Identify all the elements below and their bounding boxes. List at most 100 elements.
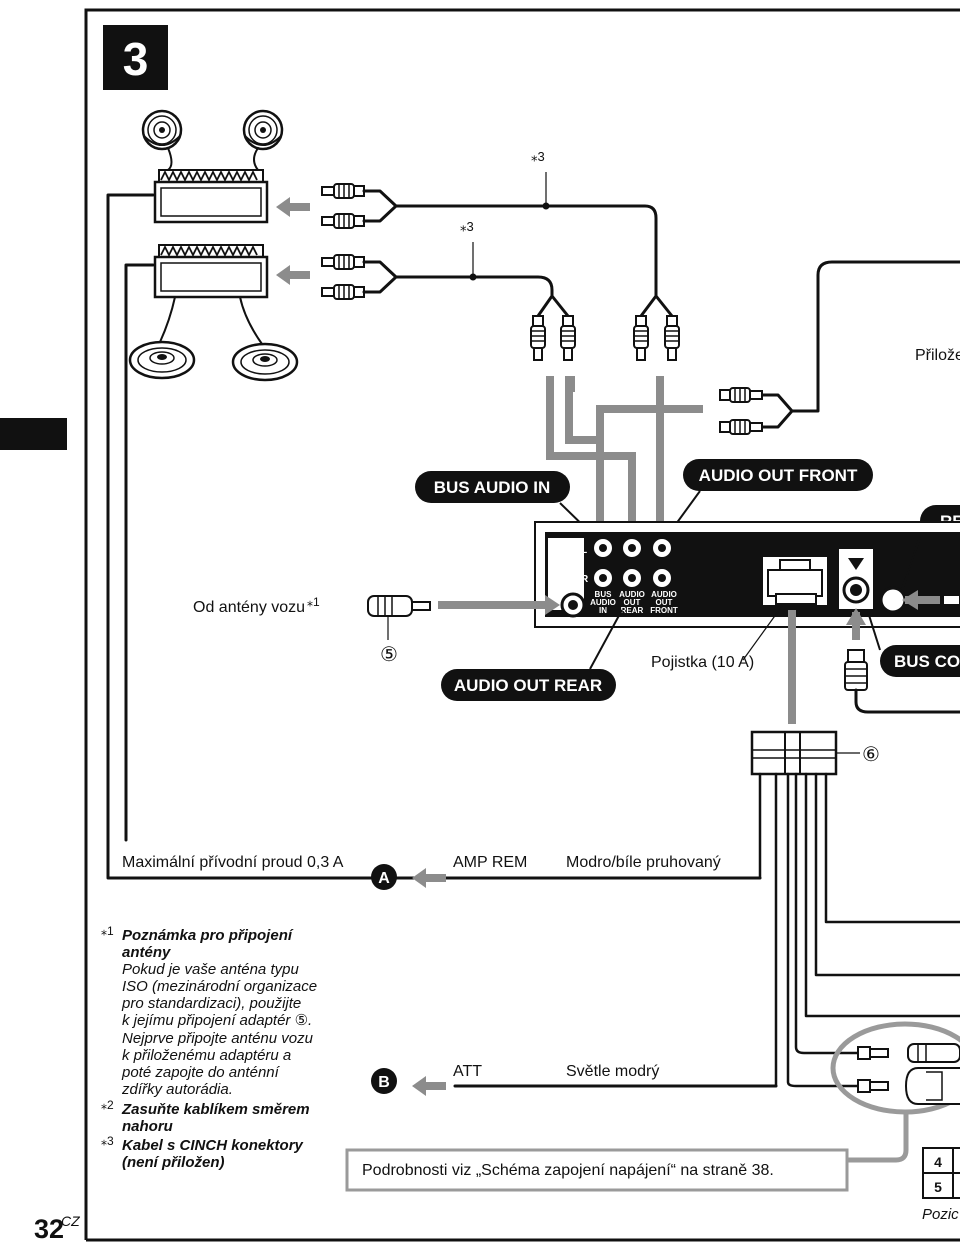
note1-body-6: k přiloženému adaptéru a — [122, 1047, 291, 1064]
rca-plug-front-2 — [321, 213, 365, 229]
table-row-5: 5 — [934, 1179, 942, 1195]
rca-plug-front-l — [633, 315, 649, 361]
rca-plug-bus-1 — [719, 387, 763, 403]
spade-connector-2 — [857, 1079, 889, 1093]
max-current-label: Maximální přívodní proud 0,3 A — [122, 854, 344, 871]
rem-jack — [879, 586, 907, 614]
unit-bus-label-2: AUDIO — [590, 598, 616, 607]
note1-mark: ⁎1 — [101, 924, 114, 938]
part-5-ref: ⑤ — [380, 644, 398, 666]
jack-r-label: R — [581, 574, 589, 585]
speaker-rear-left — [128, 340, 196, 380]
arrow-to-rear-amp — [276, 265, 310, 285]
unit-rear-label-1: AUDIO — [619, 590, 645, 599]
note1-body-8: zdířky autorádia. — [121, 1081, 233, 1098]
antenna-note-ref: ⁎1 — [307, 595, 320, 609]
note1-body-5: Nejprve připojte anténu vozu — [122, 1030, 314, 1047]
route-front-audio — [596, 376, 703, 530]
female-connector-1 — [907, 1043, 960, 1063]
unit-rear-label-2: OUT — [624, 598, 641, 607]
letter-b-badge — [371, 1068, 397, 1094]
unit-front-label-2: OUT — [656, 598, 673, 607]
arrow-to-a — [412, 868, 446, 888]
unit-bus-label-3: IN — [599, 606, 607, 615]
speaker-front-right — [242, 109, 284, 151]
unit-front-label-1: AUDIO — [651, 590, 677, 599]
fuse-label: Pojistka (10 A) — [651, 654, 754, 671]
note2-mark: ⁎2 — [101, 1098, 114, 1112]
cinch-cable-front — [362, 189, 674, 318]
note1-body-4: k jejímu připojení adaptér ⑤. — [122, 1012, 312, 1029]
antenna-label: Od antény vozu — [193, 599, 305, 616]
unit-bus-label-1: BUS — [595, 590, 613, 599]
section-badge — [103, 25, 168, 90]
unit-front-label-3: FRONT — [650, 606, 678, 615]
amp-rem-color-label: Modro/bíle pruhovaný — [566, 854, 721, 871]
cinch-ref-front: ⁎3 — [531, 149, 545, 164]
arrow-to-front-amp — [276, 197, 310, 217]
speaker-wires — [159, 147, 263, 345]
speaker-front-left — [141, 109, 183, 151]
note1-title-1: Poznámka pro připojení — [122, 927, 294, 944]
female-connector-2 — [904, 1067, 960, 1105]
amp-rem-label: AMP REM — [453, 854, 527, 871]
cinch-cable-rear — [362, 260, 570, 318]
details-box — [345, 1148, 849, 1192]
note2-text-1: Zasuňte kablíkem směrem — [121, 1101, 310, 1118]
route-rear-audio — [546, 376, 636, 530]
jack-l-label: L — [581, 545, 587, 556]
note2-text-2: nahoru — [122, 1118, 173, 1135]
att-color-label: Světle modrý — [566, 1063, 659, 1080]
speaker-rear-right — [231, 342, 299, 382]
fuse-slot — [775, 593, 817, 605]
amp-remote-wire — [124, 263, 155, 842]
rca-plug-front-1 — [321, 183, 365, 199]
table-row-4: 4 — [934, 1154, 942, 1170]
rca-plug-rear-l — [530, 315, 546, 361]
supplied-label: Přilože — [915, 347, 960, 364]
pill-bus-control — [880, 645, 960, 677]
spade-connector-1 — [857, 1046, 889, 1060]
pill-audio-out-rear — [441, 669, 616, 701]
supplied-cable — [760, 260, 960, 429]
rca-plug-rear-1 — [321, 254, 365, 270]
pill-audio-out-rear-text: AUDIO OUT REAR — [454, 676, 602, 695]
unit-rear-label-3: REAR — [621, 606, 644, 615]
pill-bus-control-text: BUS CO — [894, 652, 960, 671]
note3-text-2: (není přiložen) — [122, 1154, 225, 1171]
letter-a-badge — [371, 864, 397, 890]
note1-body-7: poté zapojte do anténní — [121, 1064, 281, 1081]
note3-mark: ⁎3 — [101, 1134, 114, 1148]
note1-body-2: ISO (mezinárodní organizace — [122, 978, 317, 995]
arrow-to-b — [412, 1076, 446, 1096]
pill-audio-out-front-text: AUDIO OUT FRONT — [699, 466, 858, 485]
pill-bus-audio-in-text: BUS AUDIO IN — [434, 478, 551, 497]
letter-a: A — [378, 870, 390, 887]
rca-plug-bus-2 — [719, 419, 763, 435]
position-label: Pozic — [922, 1206, 959, 1223]
unit-rca-jacks — [592, 537, 673, 589]
rca-plug-rear-2 — [321, 284, 365, 300]
note1-body-3: pro standardizaci), použijte — [121, 995, 301, 1012]
bus-control-cable — [854, 688, 960, 714]
power-harness-connector — [750, 730, 838, 776]
note3-text-1: Kabel s CINCH konektory — [122, 1137, 304, 1154]
cinch-ref-rear: ⁎3 — [460, 219, 474, 234]
amplifier-front — [153, 168, 269, 224]
bus-control-plug — [844, 649, 868, 691]
pill-bus-audio-in — [415, 471, 570, 503]
page-number: 32 — [34, 1214, 64, 1244]
pill-audio-out-front — [683, 459, 873, 491]
antenna-adapter — [367, 595, 431, 640]
amplifier-rear — [153, 243, 269, 299]
att-label: ATT — [453, 1063, 482, 1080]
rca-plug-front-r — [664, 315, 680, 361]
page-frame — [84, 8, 960, 1242]
footnotes: ⁎1 Poznámka pro připojení antény Pokud j… — [101, 924, 317, 1171]
harness-wires — [758, 772, 960, 1088]
section-number: 3 — [123, 33, 149, 85]
rca-plug-rear-r — [560, 315, 576, 361]
position-table — [922, 1147, 960, 1199]
part-6-ref: ⑥ — [862, 744, 880, 766]
